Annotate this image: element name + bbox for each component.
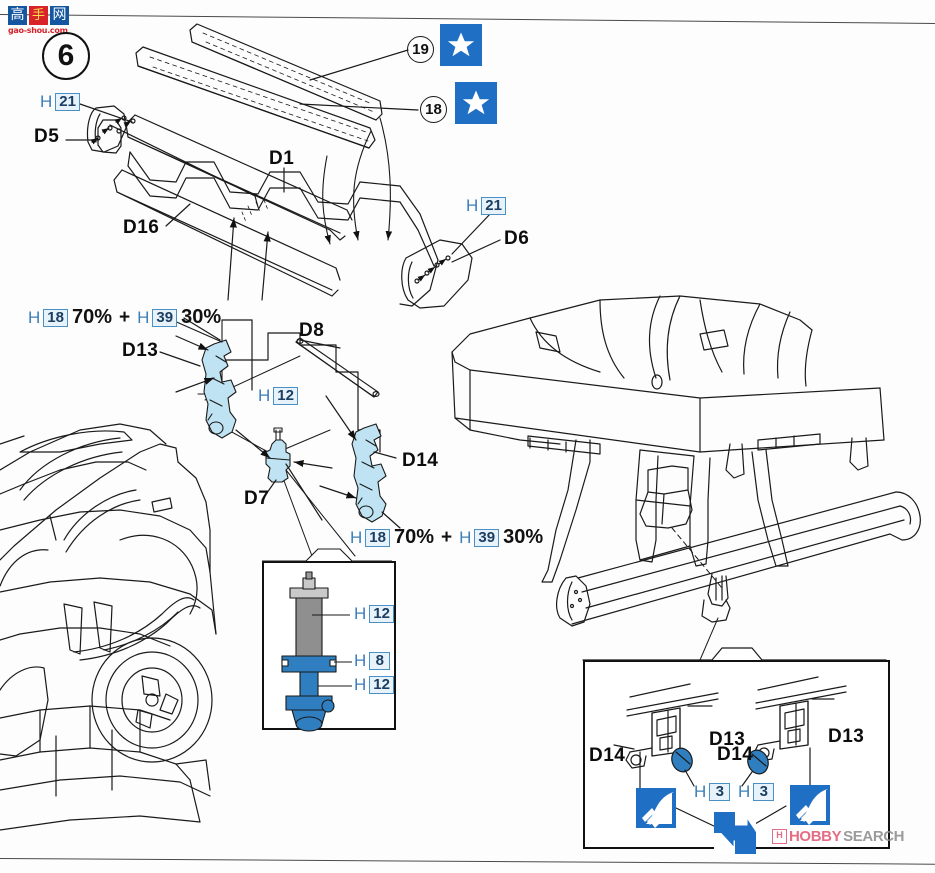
page-border-top — [0, 14, 935, 24]
mix-a-prefix: H — [28, 307, 41, 327]
part-label-d13: D13 — [122, 340, 159, 361]
paint-code-prefix: H — [258, 386, 271, 405]
watermark-text-primary: HOBBY — [789, 828, 842, 845]
mount-paint-code-h3-left: H 3 — [694, 782, 731, 802]
logo-url: gao-shou.com — [8, 26, 68, 35]
gaoshou-logo: 高 手 网 gao-shou.com — [8, 6, 76, 40]
drill-hole-icon-left — [636, 788, 676, 828]
open-up-arrows-icon — [714, 812, 757, 854]
drill-hole-icon-right — [790, 785, 830, 825]
paint-code-number: 8 — [369, 652, 391, 670]
shock-absorber-detail-inset — [262, 561, 396, 730]
mix-b-prefix: H — [137, 307, 150, 327]
star-icon-18 — [455, 82, 497, 124]
mix-a-prefix: H — [350, 527, 363, 547]
detail-paint-code-h8-mid: H 8 — [354, 651, 391, 671]
paint-code-h12-center: H 12 — [258, 386, 298, 406]
logo-char-1: 高 — [8, 6, 27, 25]
step-number-badge: 6 — [42, 32, 90, 80]
star-icon-19 — [440, 24, 482, 66]
paint-mix-bottom: H 18 70% + H 39 30% — [350, 526, 543, 549]
mix-b-number: 39 — [152, 308, 178, 327]
paint-code-prefix: H — [738, 782, 751, 801]
paint-code-prefix: H — [466, 196, 479, 215]
part-label-d16: D16 — [123, 217, 160, 238]
watermark-text-secondary: SEARCH — [843, 828, 905, 845]
paint-code-number: 12 — [369, 605, 394, 623]
part-label-d1: D1 — [269, 148, 295, 169]
paint-mix-top: H 18 70% + H 39 30% — [28, 306, 221, 329]
paint-code-h21-right: H 21 — [466, 196, 506, 216]
paint-code-number: 3 — [753, 783, 775, 801]
detail-paint-code-h12-bottom: H 12 — [354, 675, 394, 695]
mix-a-number: 18 — [365, 528, 390, 547]
mix-b-number: 39 — [474, 528, 500, 547]
part-label-d14: D14 — [402, 450, 439, 471]
star-glyph — [462, 90, 490, 115]
detail-paint-code-h12-top: H 12 — [354, 604, 394, 624]
mount-label-d14-right: D14 — [717, 744, 754, 765]
paint-code-h21-left: H 21 — [40, 92, 80, 112]
page-border-bottom — [0, 858, 935, 865]
part-label-d5: D5 — [34, 126, 60, 147]
paint-code-prefix: H — [694, 782, 707, 801]
hobby-search-watermark: H HOBBY SEARCH — [772, 828, 905, 845]
drill-glyph — [642, 792, 674, 828]
drill-glyph — [796, 789, 828, 825]
double-arrow-glyph — [714, 812, 757, 854]
mix-a-percent: 70% — [71, 306, 112, 328]
mount-paint-code-h3-right: H 3 — [738, 782, 775, 802]
paint-code-number: 21 — [55, 93, 80, 111]
part-label-d6: D6 — [504, 228, 530, 249]
paint-code-number: 21 — [481, 197, 506, 215]
mount-label-d14-left: D14 — [589, 745, 626, 766]
paint-code-prefix: H — [354, 675, 367, 694]
paint-code-prefix: H — [354, 651, 367, 670]
circled-part-18: 18 — [420, 96, 447, 123]
paint-code-prefix: H — [40, 92, 53, 111]
mix-b-percent: 30% — [181, 306, 222, 328]
mix-a-percent: 70% — [393, 526, 434, 548]
mount-label-d13-right: D13 — [828, 726, 865, 747]
part-label-d7: D7 — [244, 488, 270, 509]
paint-code-number: 12 — [369, 676, 394, 694]
logo-char-3: 网 — [50, 6, 69, 25]
circled-part-19: 19 — [407, 36, 434, 63]
mix-b-prefix: H — [459, 527, 472, 547]
mix-plus-sign: + — [119, 306, 131, 328]
mix-a-number: 18 — [43, 308, 68, 327]
paint-code-number: 3 — [709, 783, 731, 801]
logo-char-2: 手 — [29, 6, 48, 25]
paint-code-number: 12 — [273, 387, 298, 405]
star-glyph — [447, 32, 475, 57]
part-label-d8: D8 — [299, 320, 325, 341]
mix-plus-sign: + — [441, 526, 453, 548]
mix-b-percent: 30% — [503, 526, 544, 548]
watermark-mark: H — [772, 829, 787, 844]
paint-code-prefix: H — [354, 604, 367, 623]
mount-label-d13-left: D13 — [709, 729, 746, 750]
